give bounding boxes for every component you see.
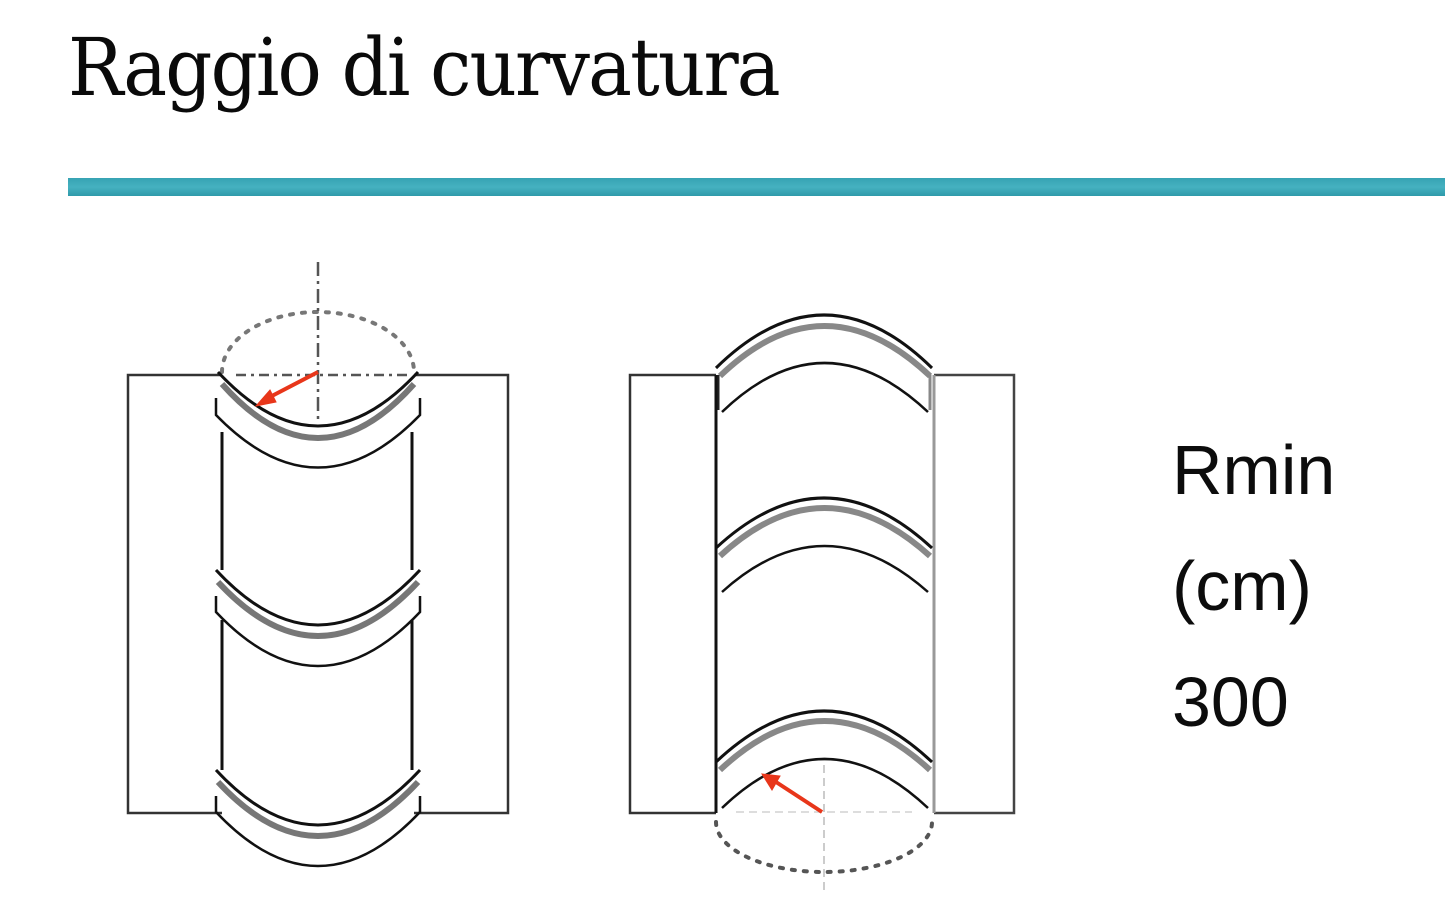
convex-bend-diagram — [126, 262, 510, 868]
spec-unit: (cm) — [1172, 547, 1312, 625]
page-title: Raggio di curvatura — [68, 21, 781, 114]
accent-divider — [68, 178, 1445, 196]
concave-bend-diagram — [628, 313, 1016, 890]
radius-arrow-icon — [254, 370, 319, 407]
min-radius-spec: Rmin (cm) 300 — [1172, 412, 1335, 760]
spec-value: 300 — [1172, 663, 1289, 741]
radius-arrow-icon — [761, 773, 824, 814]
spec-label: Rmin — [1172, 431, 1336, 509]
